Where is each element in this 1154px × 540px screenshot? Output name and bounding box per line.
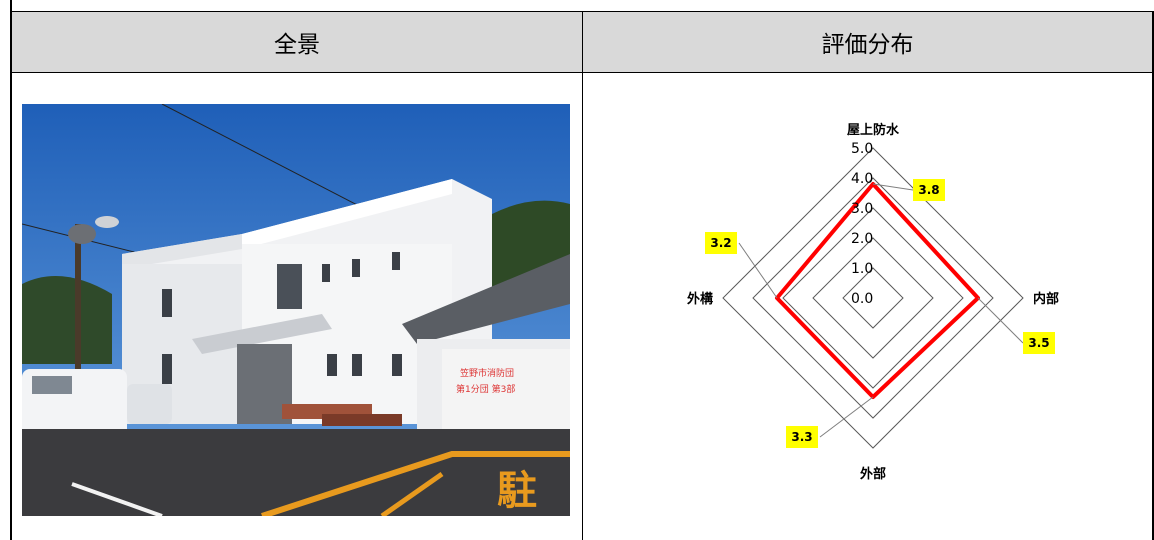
data-label-leader	[977, 297, 1024, 344]
data-label: 3.8	[918, 183, 939, 197]
data-label-box	[705, 232, 737, 254]
header-cell-distribution: 評価分布	[583, 12, 1152, 72]
table-border-header-bottom	[10, 72, 1154, 73]
data-label: 3.3	[791, 430, 812, 444]
axis-tick-label: 1.0	[851, 261, 873, 277]
axis-tick-label: 4.0	[851, 171, 873, 187]
grid-ring	[752, 177, 994, 419]
axis-category-label: 屋上防水	[847, 122, 900, 138]
header-overview-label: 全景	[274, 32, 320, 58]
data-label: 3.2	[710, 236, 731, 250]
data-label-box	[913, 179, 945, 201]
evaluation-table: 全景 評価分布	[10, 0, 1154, 540]
data-label-leader	[738, 242, 778, 299]
axis-tick-label: 0.0	[851, 291, 873, 307]
data-label-box	[786, 426, 818, 448]
data-label-leader	[872, 183, 914, 191]
grid-ring	[782, 207, 964, 389]
axis-tick-label: 3.0	[851, 201, 873, 217]
axis-tick-label: 5.0	[851, 141, 873, 157]
building-photo: 笠野市消防団 第1分団 第3部 駐	[22, 104, 570, 516]
table-border-right	[1152, 12, 1154, 540]
table-border-mid	[582, 12, 583, 540]
axis-category-label: 外構	[686, 291, 713, 307]
axis-category-label: 外部	[859, 466, 886, 482]
grid-ring	[842, 267, 904, 329]
grid-ring	[812, 237, 934, 359]
grid-ring	[722, 147, 1024, 449]
table-border-top	[10, 11, 1154, 13]
series-line	[775, 182, 980, 399]
data-label-box	[1023, 332, 1055, 354]
header-distribution-label: 評価分布	[821, 32, 914, 58]
axis-tick-label: 2.0	[851, 231, 873, 247]
sign-text-line2: 第1分団 第3部	[456, 383, 515, 395]
table-border-left	[10, 0, 12, 540]
axis-category-label: 内部	[1033, 291, 1059, 307]
data-label: 3.5	[1028, 336, 1049, 350]
sign-text-line1: 笠野市消防団	[460, 367, 514, 379]
road-marking-text: 駐	[497, 468, 537, 514]
header-cell-overview: 全景	[12, 12, 582, 72]
radar-chart: 0.0 1.0 2.0 3.0 4.0 5.0 屋上防水内部外部 外構 3.8 3.5 3.3 3.2	[640, 100, 1100, 520]
data-label-leader	[819, 396, 874, 438]
